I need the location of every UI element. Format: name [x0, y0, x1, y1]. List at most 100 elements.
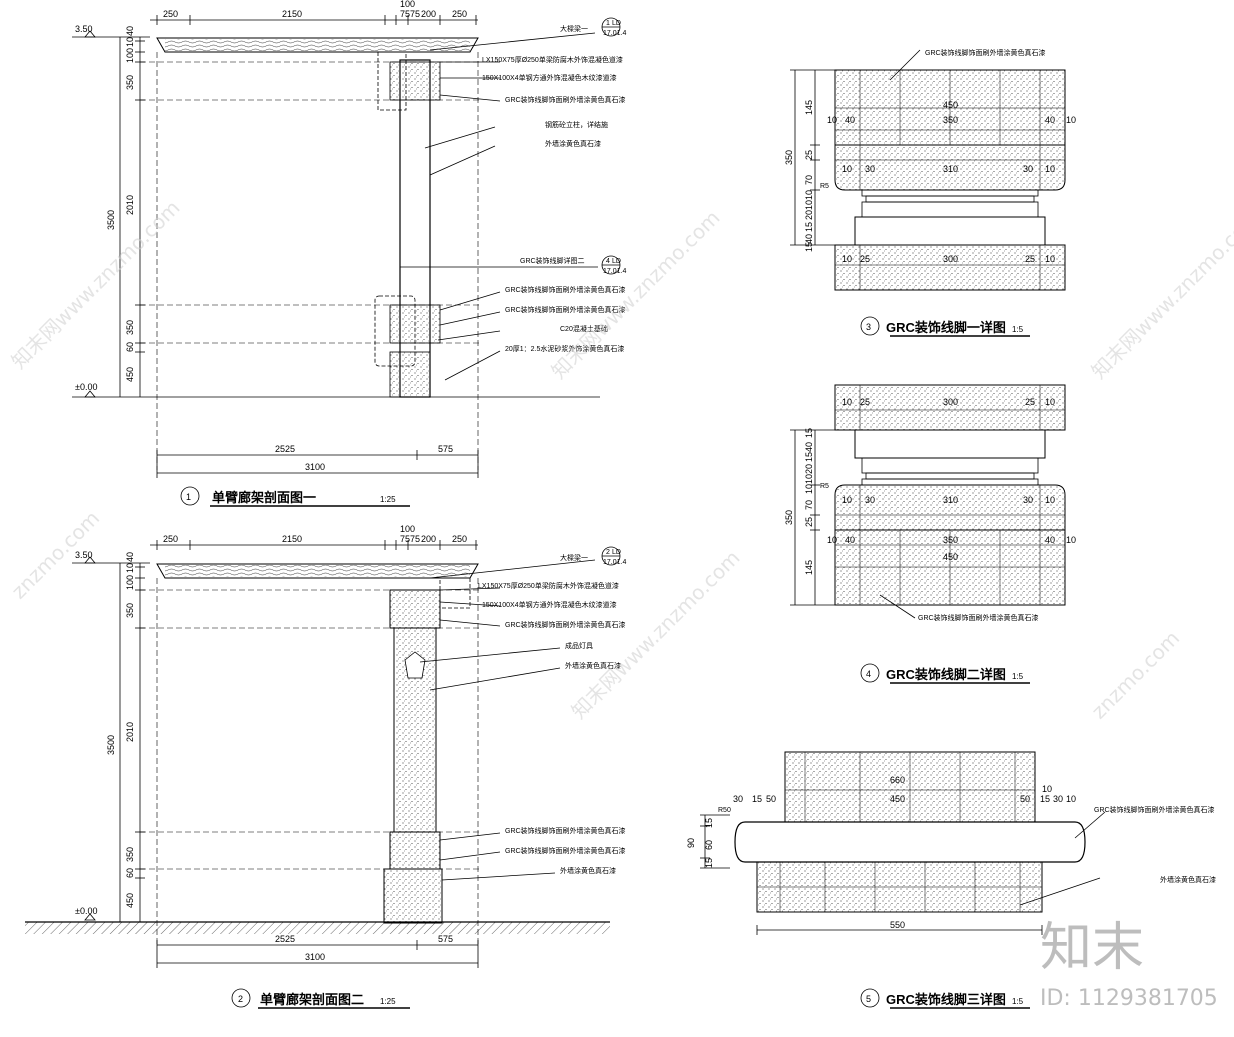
watermark-1: 知末网www.znzmo.com: [7, 196, 185, 374]
d5-note-0: GRC装饰线脚饰面刷外墙涂黄色真石漆: [1094, 805, 1215, 814]
d3-l-40: 40: [804, 234, 814, 244]
d4-scale: 1:5: [1012, 672, 1024, 681]
s1-level-ground: ±0.00: [75, 382, 97, 392]
s2-left-100: 100: [125, 575, 135, 590]
s1-left-350: 350: [125, 75, 135, 90]
section-2-text: 250 2150 75 75 200 250 100 3.50 ±0.00 10…: [75, 524, 626, 1007]
s1-note-1: 150X100X4单钢方通外饰混凝色木纹漆道漆: [482, 73, 617, 82]
d4-l-145: 145: [804, 560, 814, 575]
d4-l-20: 20: [804, 464, 814, 474]
s1-callout-sheet: 17.01.4: [603, 30, 626, 37]
s1-note-6: GRC装饰线脚饰面刷外墙涂黄色真石漆: [505, 305, 626, 314]
d3-s-9: 25: [860, 254, 870, 264]
d4-s-7: 10: [1045, 495, 1055, 505]
s2-title: 单臂廊架剖面图二: [260, 992, 364, 1007]
s2-left-350: 350: [125, 603, 135, 618]
d3-radius: R5: [820, 183, 829, 190]
detail-3-text: GRC装饰线脚饰面刷外墙涂黄色真石漆 450 350 310 300 10 40…: [784, 48, 1076, 335]
s1-callout-ld: LD: [612, 20, 621, 27]
s1-left-450: 450: [125, 367, 135, 382]
watermark-2: 知末网www.znzmo.com: [547, 206, 725, 384]
brand-logo: 知末: [1040, 918, 1144, 978]
s1-left-60: 60: [125, 342, 135, 352]
s2-left-60: 60: [125, 868, 135, 878]
d4-note: GRC装饰线脚饰面刷外墙涂黄色真石漆: [918, 613, 1039, 622]
d4-w-310: 310: [943, 495, 958, 505]
s2-num: 2: [238, 994, 243, 1004]
d3-l-15b: 15: [804, 242, 814, 252]
detail-4: [790, 384, 1066, 684]
d4-num: 4: [866, 669, 871, 679]
s1-note-2: GRC装饰线脚饰面刷外墙涂黄色真石漆: [505, 95, 626, 104]
d4-title: GRC装饰线脚二详图: [886, 667, 1006, 682]
d5-l-15a: 15: [704, 818, 714, 828]
d5-num: 5: [866, 994, 871, 1004]
d4-radius: R5: [820, 483, 829, 490]
section-1: [72, 15, 621, 507]
d4-s-5: 30: [865, 495, 875, 505]
d4-s-11: 10: [1066, 535, 1076, 545]
d4-l-10a: 10: [804, 474, 814, 484]
detail-5: [700, 751, 1106, 1009]
d3-s-6: 30: [1023, 164, 1033, 174]
d5-s-6: 10: [1042, 784, 1052, 794]
d5-s-3: 50: [1020, 794, 1030, 804]
d4-w-300: 300: [943, 397, 958, 407]
s2-dim-250: 250: [163, 534, 178, 544]
d3-l-70: 70: [804, 175, 814, 185]
s2-dim-75a: 75: [400, 534, 410, 544]
s2-note-4: 外墙涂黄色真石漆: [565, 661, 621, 670]
d3-scale: 1:5: [1012, 325, 1024, 334]
s1-num: 1: [186, 492, 191, 502]
detail-5-text: 660 450 550 30 15 50 50 15 30 10 10 R50 …: [686, 775, 1216, 1007]
s1-total-height: 3500: [106, 210, 116, 230]
d3-s-11: 10: [1045, 254, 1055, 264]
d3-w-300: 300: [943, 254, 958, 264]
d3-s-0: 10: [827, 115, 837, 125]
d5-s-7: 10: [1066, 794, 1076, 804]
s1-note-3: 钢筋砼立柱，详结施: [545, 120, 608, 129]
d3-l-15a: 15: [804, 222, 814, 232]
d4-s-2: 25: [1025, 397, 1035, 407]
s2-dim-100: 100: [400, 524, 415, 534]
d4-s-8: 10: [827, 535, 837, 545]
d5-total: 90: [686, 838, 696, 848]
d5-s-5: 30: [1053, 794, 1063, 804]
s2-total-height: 3500: [106, 735, 116, 755]
s1-callout-num: 1: [606, 20, 610, 27]
s1-bottom-575: 575: [438, 444, 453, 454]
d3-w-450: 450: [943, 100, 958, 110]
detail-4-text: 300 310 350 450 10 25 25 10 10 30 30 10 …: [784, 397, 1076, 682]
s1-note-5: GRC装饰线脚饰面刷外墙涂黄色真石漆: [505, 285, 626, 294]
s2-dim-2150: 2150: [282, 534, 302, 544]
watermark-5: 知末网www.znzmo.com: [567, 546, 745, 724]
d5-s-0: 30: [733, 794, 743, 804]
s2-dim-200: 200: [421, 534, 436, 544]
d3-num: 3: [866, 322, 871, 332]
s2-note-0: LX150X75厚Ø250单梁防腐木外饰混凝色道漆: [478, 581, 619, 590]
d4-w-350: 350: [943, 535, 958, 545]
d5-l-60: 60: [704, 840, 714, 850]
s1-dim-250b: 250: [452, 9, 467, 19]
d4-l-10b: 10: [804, 484, 814, 494]
d4-s-0: 10: [842, 397, 852, 407]
d4-l-25: 25: [804, 517, 814, 527]
d4-l-70: 70: [804, 500, 814, 510]
d3-total: 350: [784, 150, 794, 165]
d3-s-4: 10: [842, 164, 852, 174]
s1-callout2-sheet: 17.01.4: [603, 268, 626, 275]
s1-callout2-ld: LD: [612, 258, 621, 265]
s1-dim-250: 250: [163, 9, 178, 19]
d4-s-6: 30: [1023, 495, 1033, 505]
d3-s-7: 10: [1045, 164, 1055, 174]
s2-note-1: 150X100X4单钢方通外饰混凝色木纹漆道漆: [482, 600, 617, 609]
d4-s-9: 40: [845, 535, 855, 545]
d4-l-15b: 15: [804, 452, 814, 462]
s1-level-top: 3.50: [75, 24, 93, 34]
s1-dim-100: 100: [400, 0, 415, 9]
s1-left-10: 10: [125, 37, 135, 47]
d5-s-2: 50: [766, 794, 776, 804]
d4-w-450: 450: [943, 552, 958, 562]
d3-title: GRC装饰线脚一详图: [886, 320, 1006, 335]
s2-callout-ld: LD: [612, 549, 621, 556]
